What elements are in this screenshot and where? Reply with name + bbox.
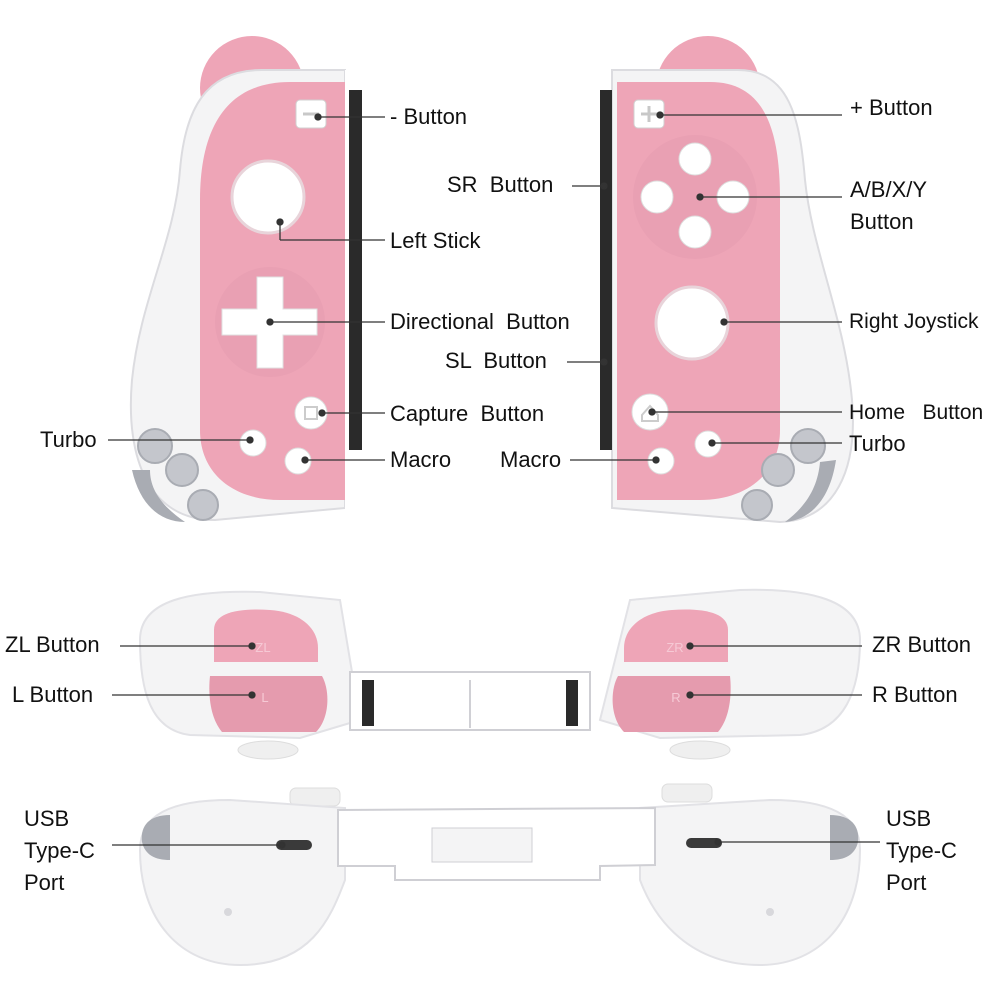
zl-mark: ZL xyxy=(255,640,270,655)
leader-dot xyxy=(248,642,256,650)
left-paw-toe-1 xyxy=(137,428,173,464)
capture-icon xyxy=(304,406,318,420)
label-l-button: L Button xyxy=(12,682,94,707)
l-mark: L xyxy=(261,690,268,705)
leader-dot xyxy=(656,111,664,119)
label-right-joystick: Right Joystick xyxy=(849,310,979,333)
left-joycon xyxy=(129,36,362,522)
leader-dot xyxy=(714,838,722,846)
turbo-right-shape xyxy=(694,430,722,458)
bottom-view-right-body xyxy=(639,798,862,967)
left-paw-toe-3 xyxy=(187,489,219,521)
leader-dot xyxy=(686,691,694,699)
label-r-button: R Button xyxy=(872,682,958,707)
top-view-right-stick-cap xyxy=(669,740,731,760)
l-button-shape xyxy=(209,676,328,732)
bottom-view-left-body xyxy=(138,798,346,967)
zr-mark: ZR xyxy=(666,640,683,655)
zr-button-shape xyxy=(624,609,728,662)
button-b-shape xyxy=(678,215,712,249)
bottom-view-left-stick xyxy=(289,787,341,807)
leader-dot xyxy=(318,409,326,417)
bottom-view-right-stick xyxy=(661,783,713,803)
r-mark: R xyxy=(671,690,680,705)
right-paw-toe-3 xyxy=(741,489,773,521)
right-rail xyxy=(600,90,612,450)
label-macro-left: Macro xyxy=(390,447,452,472)
leader-dot xyxy=(266,318,274,326)
right-strap-hole xyxy=(766,908,774,916)
label-plus-button: + Button xyxy=(850,95,933,120)
left-stick-shape xyxy=(230,159,306,235)
leader-dot xyxy=(720,318,728,326)
label-usb-left: USB Type-C Port xyxy=(24,806,95,895)
usb-c-port-icon xyxy=(276,840,312,850)
left-paw-pad xyxy=(132,470,185,522)
left-grey-tip xyxy=(141,815,170,860)
right-grey-tip xyxy=(830,815,859,860)
leader-dot xyxy=(696,193,704,201)
right-joystick-shape xyxy=(654,285,730,361)
abxy-ring xyxy=(633,135,757,259)
leader-lines xyxy=(108,111,880,849)
turbo-left-shape xyxy=(239,429,267,457)
zl-button-shape xyxy=(214,609,318,662)
leader-dot xyxy=(246,436,254,444)
label-turbo-left: Turbo xyxy=(40,427,97,452)
leader-dot xyxy=(301,456,309,464)
label-capture-button: Capture Button xyxy=(390,401,545,426)
button-x-shape xyxy=(678,142,712,176)
label-turbo-right: Turbo xyxy=(849,431,906,456)
leader-dot xyxy=(248,691,256,699)
right-paw-toe-2 xyxy=(761,453,795,487)
leader-dot xyxy=(600,182,608,190)
top-view-bridge-right-rail xyxy=(566,680,578,726)
leader-dot xyxy=(314,113,322,121)
plus-icon xyxy=(641,106,657,122)
left-strap-hole xyxy=(224,908,232,916)
label-usb-right: USB Type-C Port xyxy=(886,806,957,895)
macro-right-shape xyxy=(647,447,675,475)
left-rail xyxy=(348,90,362,450)
top-view-left-stick-cap xyxy=(237,740,299,760)
home-icon xyxy=(641,404,659,422)
leader-dot xyxy=(278,841,286,849)
leader-dot xyxy=(276,218,284,226)
leader-dot xyxy=(600,358,608,366)
top-view-controller: ZL L ZR R xyxy=(138,588,862,760)
label-zl-button: ZL Button xyxy=(5,632,100,657)
label-sl-button: SL Button xyxy=(445,348,547,373)
top-view-bridge-left-rail xyxy=(362,680,374,726)
label-minus-button: - Button xyxy=(390,104,468,129)
label-sr-button: SR Button xyxy=(447,172,554,197)
label-home-button: Home Button xyxy=(849,401,984,424)
leader-dot xyxy=(652,456,660,464)
leader-dot xyxy=(648,408,656,416)
bottom-view-controller xyxy=(138,783,862,967)
right-joycon xyxy=(600,36,854,524)
r-button-shape xyxy=(612,676,731,732)
right-paw-toe-1 xyxy=(790,428,826,464)
label-macro-right: Macro xyxy=(500,447,562,472)
left-rail-edge xyxy=(345,70,349,510)
label-abxy-button: A/B/X/Y Button xyxy=(850,177,928,234)
leader-dot xyxy=(686,642,694,650)
leader-dot xyxy=(708,439,716,447)
left-paw-toe-2 xyxy=(165,453,199,487)
macro-left-shape xyxy=(284,447,312,475)
label-directional-button: Directional Button xyxy=(390,309,570,334)
usb-c-port-icon xyxy=(686,838,722,848)
label-zr-button: ZR Button xyxy=(872,632,972,657)
label-left-stick: Left Stick xyxy=(390,228,481,253)
right-paw-pad xyxy=(785,460,836,522)
bottom-view-bridge-latch xyxy=(431,827,533,863)
button-y-shape xyxy=(640,180,674,214)
